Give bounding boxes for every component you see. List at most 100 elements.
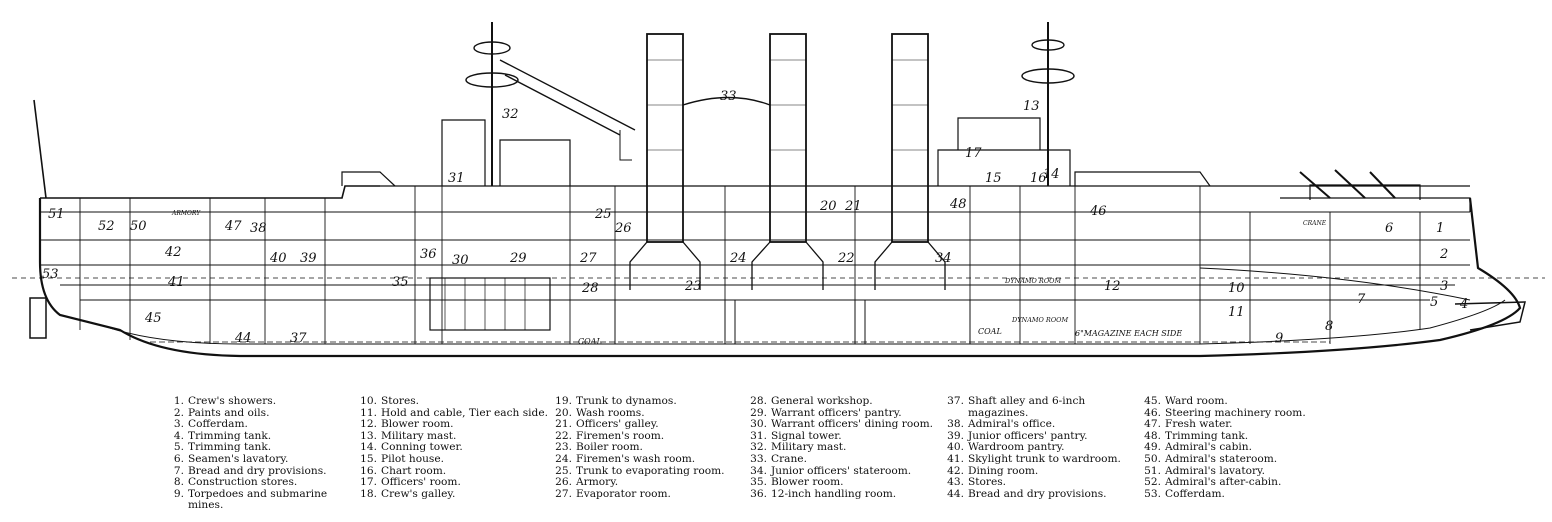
legend-number: 37. <box>947 395 964 407</box>
diagram-callouts: 1 2 3 4 5 6 7 8 9 10 11 12 13 14 17 20 2… <box>42 89 1468 346</box>
legend-label: Military mast. <box>771 441 847 454</box>
legend-number: 26. <box>555 476 572 489</box>
legend-number: 28. <box>750 395 767 407</box>
legend-number: 39. <box>947 429 964 442</box>
legend-item: 10.Stores. <box>358 395 548 408</box>
legend-number: 2. <box>173 406 184 419</box>
legend-number: 43. <box>947 476 964 489</box>
legend-label: Officers' room. <box>381 476 461 489</box>
legend-label: Cofferdam. <box>1165 487 1225 500</box>
legend-number: 34. <box>750 464 767 477</box>
legend-label: Bread and dry provisions. <box>188 464 327 477</box>
legend-label: Pilot house. <box>381 452 445 465</box>
legend-label: Trunk to dynamos. <box>576 395 677 407</box>
legend-label: Wardroom pantry. <box>968 441 1065 454</box>
legend-label: Crew's galley. <box>381 487 456 500</box>
callout: 40 <box>269 251 287 266</box>
legend-label: Fresh water. <box>1165 418 1233 431</box>
callout: 44 <box>234 331 252 346</box>
legend-label: Firemen's wash room. <box>576 452 696 465</box>
legend-label: Armory. <box>576 476 619 489</box>
legend-item: 44.Bread and dry provisions. <box>945 487 1137 501</box>
legend-item: 9.Torpedoes and submarine mines. <box>165 488 355 512</box>
callout: 39 <box>300 251 317 266</box>
legend-number: 44. <box>947 487 964 500</box>
callout: 14 <box>1043 167 1060 182</box>
legend-number: 29. <box>750 406 767 419</box>
legend-number: 23. <box>555 441 572 454</box>
callout: 6 <box>1385 221 1393 236</box>
legend-number: 24. <box>555 452 572 465</box>
legend-number: 14. <box>360 441 377 454</box>
coal-label: COAL <box>978 327 1002 336</box>
legend-column-5: 37.Shaft alley and 6-inch magazines. 38.… <box>945 395 1137 501</box>
legend-item: 21.Officers' galley. <box>553 419 743 431</box>
legend-number: 33. <box>750 452 767 465</box>
legend-label: Steering machinery room. <box>1165 406 1306 419</box>
callout: 13 <box>1023 99 1040 114</box>
legend-item: 11.Hold and cable, Tier each side. <box>358 406 548 420</box>
legend-label: Admiral's lavatory. <box>1165 464 1265 477</box>
legend-item: 12. Blower room. <box>358 419 548 431</box>
legend-column-1: 1.Crew's showers. 2.Paints and oils. 3.C… <box>165 395 355 512</box>
callout: 1 <box>1436 221 1444 236</box>
callout: 53 <box>42 267 59 282</box>
magazine-label: 6"MAGAZINE EACH SIDE <box>1075 329 1182 338</box>
callout: 26 <box>614 221 632 236</box>
legend-item: 6.Seamen's lavatory. <box>165 452 355 466</box>
legend-label: Admiral's office. <box>968 418 1056 431</box>
legend-item: 15. Pilot house. <box>358 452 548 466</box>
legend-item: 36.12-inch handling room. <box>748 487 940 501</box>
legend-number: 3. <box>173 418 184 431</box>
legend-number: 38. <box>947 418 964 431</box>
callout: 8 <box>1325 319 1333 334</box>
legend-number: 1. <box>173 395 184 407</box>
legend-label: Stores. <box>968 476 1007 489</box>
legend-label: Blower room. <box>381 418 454 431</box>
legend-item: 8.Construction stores. <box>165 477 355 489</box>
legend-label: Firemen's room. <box>576 429 665 442</box>
legend-item: 53.Cofferdam. <box>1142 487 1342 501</box>
legend-number: 20. <box>555 406 572 419</box>
legend-number: 32. <box>750 441 767 454</box>
ship-structure <box>12 22 1545 358</box>
legend-number: 13. <box>360 429 377 442</box>
legend-item: 41.Skylight trunk to wardroom. <box>945 453 1137 466</box>
legend-item: 17.Officers' room. <box>358 477 548 489</box>
legend-label: Hold and cable, Tier each side. <box>381 406 548 419</box>
legend-item: 2.Paints and oils. <box>165 406 355 420</box>
legend-label: Admiral's cabin. <box>1165 441 1252 454</box>
callout: 33 <box>720 89 737 104</box>
legend-number: 51. <box>1144 464 1161 477</box>
callout: 27 <box>579 251 597 266</box>
legend-item: 25.Trunk to evaporating room. <box>553 464 743 478</box>
legend-number: 49. <box>1144 441 1161 454</box>
legend-item: 51. Admiral's lavatory. <box>1142 464 1342 478</box>
legend-label: 12-inch handling room. <box>771 487 897 500</box>
callout: 7 <box>1357 292 1366 307</box>
legend-item: 28.General workshop. <box>748 395 940 408</box>
legend-label: Ward room. <box>1165 395 1228 407</box>
legend-item: 38. Admiral's office. <box>945 419 1137 431</box>
legend-label: Construction stores. <box>188 476 298 489</box>
legend-label: Boiler room. <box>576 441 643 454</box>
legend-number: 47. <box>1144 418 1161 431</box>
legend-number: 30. <box>750 418 767 431</box>
crane-label: CRANE <box>1303 220 1327 227</box>
legend-item: 52.Admiral's after-cabin. <box>1142 477 1342 489</box>
legend-number: 12. <box>360 418 377 431</box>
legend-item: 32. Military mast. <box>748 442 940 454</box>
legend-label: Signal tower. <box>771 429 842 442</box>
callout: 11 <box>1228 305 1245 320</box>
legend-number: 10. <box>360 395 377 407</box>
callout: 20 <box>819 199 837 214</box>
callout: 25 <box>594 207 612 222</box>
legend-number: 52. <box>1144 476 1161 489</box>
legend-number: 15. <box>360 452 377 465</box>
callout: 17 <box>965 146 982 161</box>
legend-number: 46. <box>1144 406 1161 419</box>
legend-label: Trimming tank. <box>1165 429 1249 442</box>
legend-column-6: 45.Ward room. 46.Steering machinery room… <box>1142 395 1342 501</box>
legend-label: Seamen's lavatory. <box>188 452 289 465</box>
legend-number: 25. <box>555 464 572 477</box>
